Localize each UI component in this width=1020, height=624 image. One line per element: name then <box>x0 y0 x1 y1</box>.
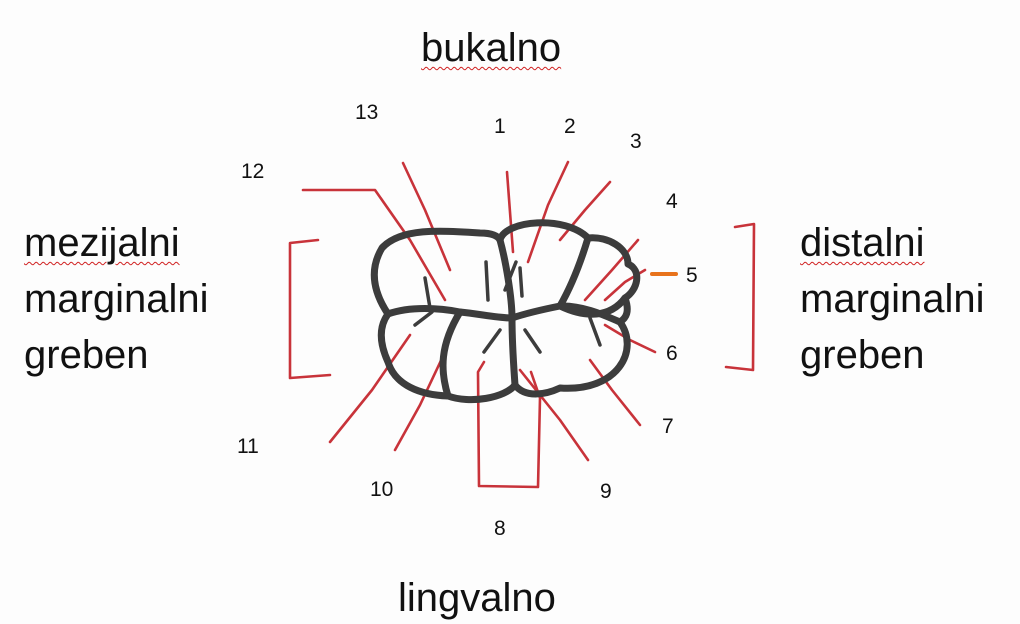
number-7: 7 <box>662 415 674 439</box>
label-ridge-word: greben <box>800 327 985 383</box>
number-1: 1 <box>494 115 506 139</box>
accessory-groove <box>415 312 432 325</box>
accessory-groove <box>486 262 488 300</box>
accessory-groove <box>525 330 540 352</box>
accessory-groove <box>425 278 430 308</box>
number-8: 8 <box>494 517 506 541</box>
label-ridge-word: greben <box>24 327 209 383</box>
label-buccal: bukalno <box>421 24 561 72</box>
number-13: 13 <box>355 101 378 125</box>
leader-line-11 <box>330 335 410 442</box>
lingual-groove <box>512 318 515 385</box>
leader-line-8 <box>478 362 540 487</box>
mesial-bracket <box>290 240 330 378</box>
leader-line-1 <box>507 172 513 252</box>
mesiolingual-groove <box>443 312 460 396</box>
label-mesial-word: mezijalni <box>24 215 209 271</box>
number-12: 12 <box>241 160 264 184</box>
leader-line-9 <box>520 370 588 460</box>
number-11: 11 <box>237 435 259 459</box>
leader-line-10 <box>395 352 445 450</box>
number-3: 3 <box>630 130 642 154</box>
label-marginal-word: marginalni <box>800 271 985 327</box>
distal-bracket <box>726 224 754 370</box>
number-6: 6 <box>666 342 678 366</box>
tooth-outline <box>374 223 637 400</box>
label-marginal-word: marginalni <box>24 271 209 327</box>
number-2: 2 <box>564 115 576 139</box>
accessory-groove <box>484 330 500 352</box>
distobuccal-groove <box>560 238 588 306</box>
number-5: 5 <box>686 264 698 288</box>
leader-line-2 <box>528 162 568 262</box>
number-9: 9 <box>600 480 612 504</box>
label-lingual: lingvalno <box>398 574 556 622</box>
number-4: 4 <box>666 190 678 214</box>
accessory-groove <box>590 318 600 345</box>
leader-line-13 <box>403 163 450 270</box>
number-10: 10 <box>370 478 393 502</box>
mesial-groove <box>388 309 512 319</box>
accessory-groove <box>520 268 522 296</box>
leader-lines <box>290 162 754 487</box>
label-distal-marginal-ridge: distalni marginalni greben <box>800 215 985 383</box>
label-distal-word: distalni <box>800 215 985 271</box>
label-mesial-marginal-ridge: mezijalni marginalni greben <box>24 215 209 383</box>
